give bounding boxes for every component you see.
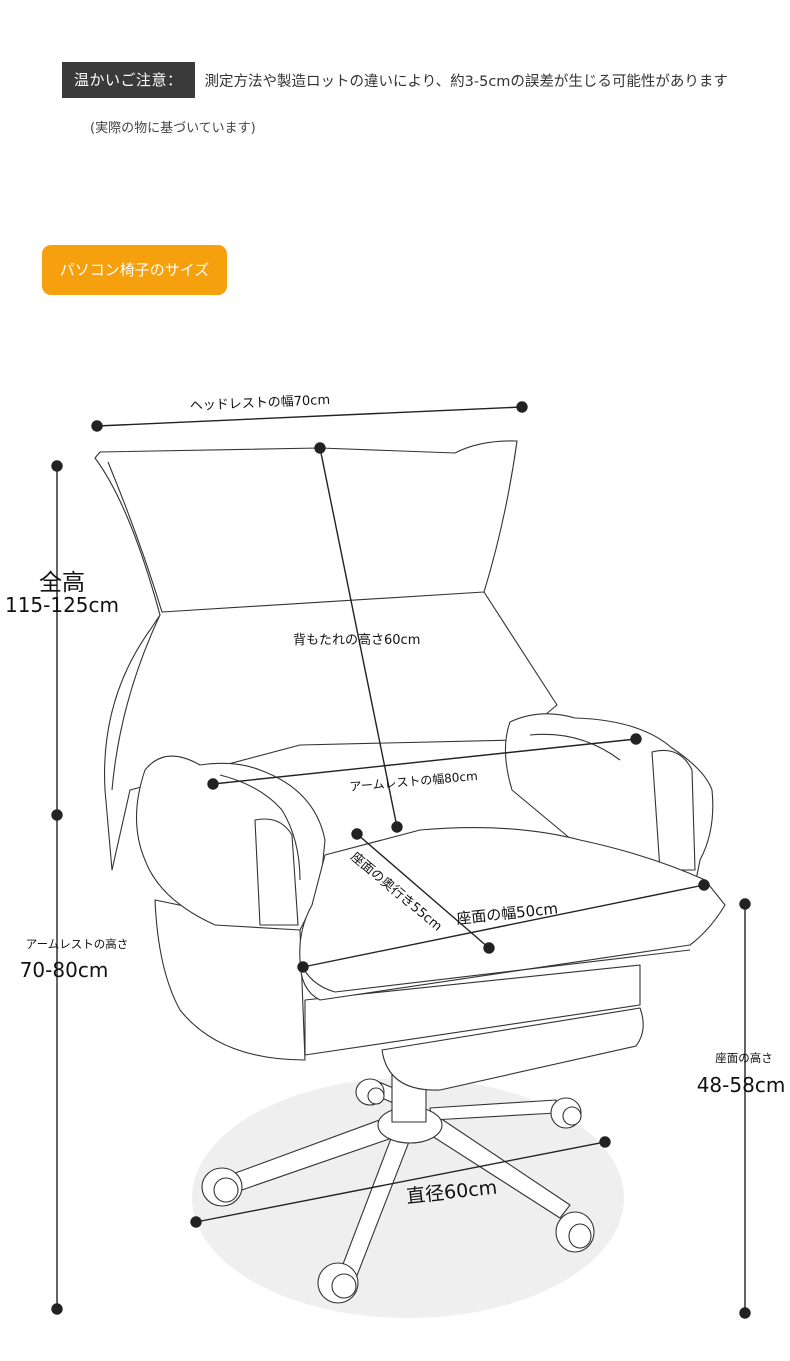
backrest-top-dot [314,442,326,454]
floor-dot [51,1303,63,1315]
headrest-width-label: ヘッドレストの幅70cm [190,393,331,414]
seat-width-line [302,884,705,968]
seat-depth-end-dot [483,942,495,954]
seat-height-title: 座面の高さ [715,1051,773,1065]
notice-text: 測定方法や製造ロットの違いにより、約3-5cmの誤差が生じる可能性があります [204,73,728,90]
armrest-width-end-dot [630,733,642,745]
base-diameter-line [195,1141,606,1223]
seat-height-top-dot [739,898,751,910]
casters [201,1078,595,1304]
backrest-height-label: 背もたれの高さ60cm [293,632,420,648]
section-title-badge: パソコン椅子のサイズ [42,245,227,295]
base-diameter-start-dot [190,1216,202,1228]
chair-drawing [94,440,726,1304]
headrest-width-start-dot [91,420,103,432]
seat-width-end-dot [698,879,710,891]
total-height-title: 全高 [39,570,85,596]
base-diameter-end-dot [599,1136,611,1148]
seat-width-start-dot [297,961,309,973]
notice-tag: 温かいご注意： [62,62,195,98]
seat-cushion [299,826,726,1001]
seat-depth-start-dot [351,828,363,840]
seat-depth-line [356,833,490,949]
headrest-width-line [96,406,523,427]
floor-shadow [192,1078,624,1318]
armrest-width-label: アームレストの幅80cm [349,768,478,794]
notice-subtext: (実際の物に基づいています) [90,121,256,136]
armrest-width-start-dot [207,778,219,790]
backrest-height-line [319,447,398,828]
headrest-width-end-dot [516,401,528,413]
notice: 温かいご注意： 測定方法や製造ロットの違いにより、約3-5cmの誤差が生じる可能… [62,62,728,98]
seat-height-value: 48-58cm [697,1073,786,1097]
footrest [381,1007,644,1091]
seat-height-bottom-dot [739,1307,751,1319]
armrest-height-title: アームレストの高さ [26,937,128,951]
armrest-height-value: 70-80cm [20,958,109,982]
total-height-value: 115-125cm [5,593,119,617]
chair-body [154,899,306,1061]
backrest-bottom-dot [391,821,403,833]
armrest-height-top-dot [51,809,63,821]
armrest-width-line [212,738,637,785]
backrest [94,440,558,871]
chair-base [229,1059,571,1279]
measurement-lines [51,401,751,1319]
total-height-top-dot [51,460,63,472]
